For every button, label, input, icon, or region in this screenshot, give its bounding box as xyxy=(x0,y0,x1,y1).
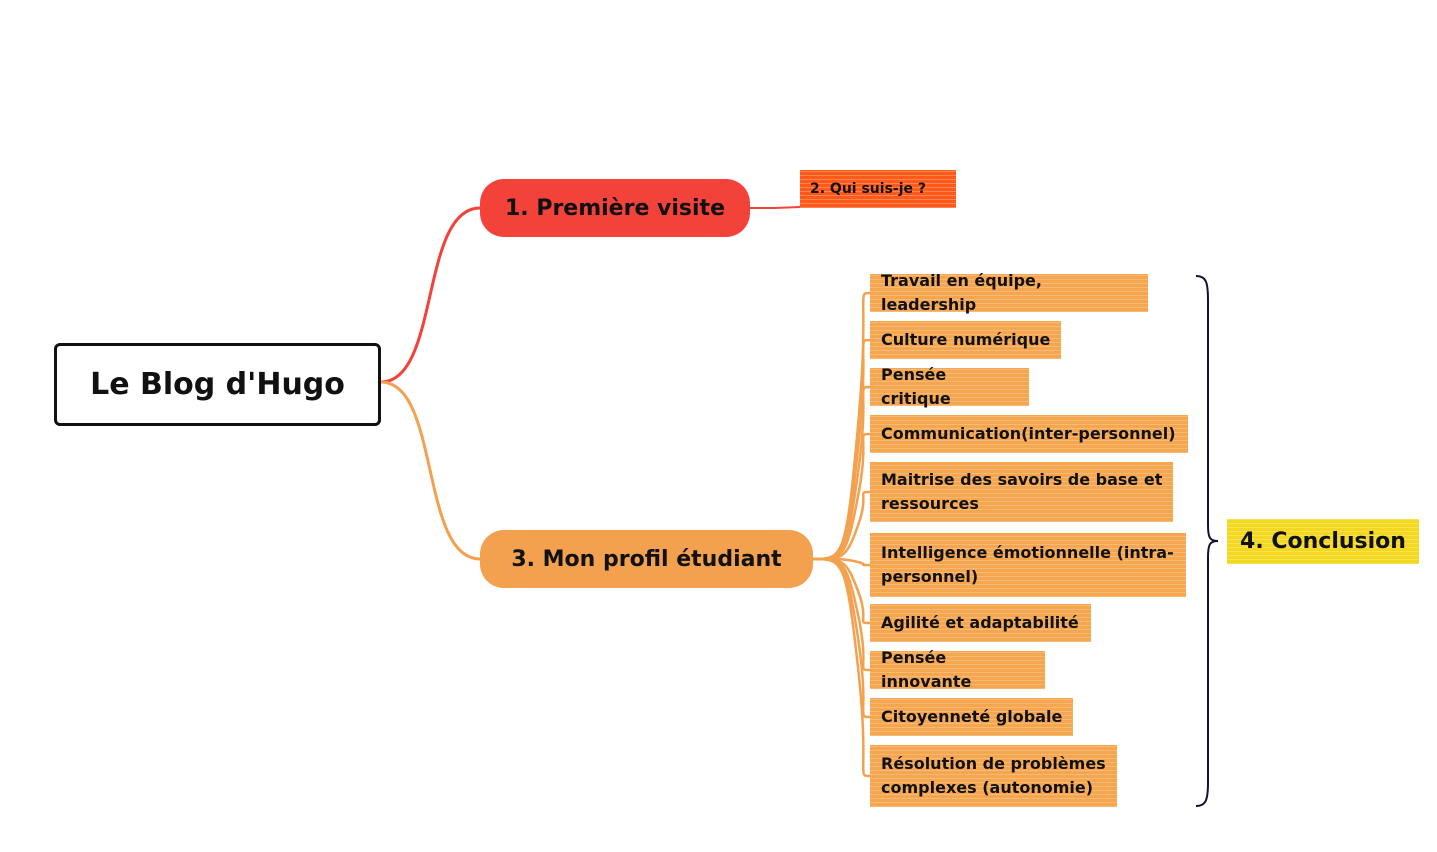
skill-label: Agilité et adaptabilité xyxy=(881,613,1079,632)
skill-node[interactable]: Agilité et adaptabilité xyxy=(870,604,1091,642)
connector-root-profil xyxy=(380,380,481,561)
skill-node[interactable]: Maitrise des savoirs de base et ressourc… xyxy=(870,462,1173,522)
skill-label: Résolution de problèmes complexes (auton… xyxy=(881,754,1106,797)
connector-profil-skill xyxy=(812,557,871,567)
branch-conclusion[interactable]: 4. Conclusion xyxy=(1227,519,1419,564)
skill-label: Pensée innovante xyxy=(881,648,972,691)
branch-premiere-visite-label: 1. Première visite xyxy=(505,195,725,221)
connector-profil-skill xyxy=(812,557,871,719)
skill-node[interactable]: Intelligence émotionnelle (intra-personn… xyxy=(870,533,1186,597)
connector-profil-skill xyxy=(812,432,871,561)
root-node[interactable]: Le Blog d'Hugo xyxy=(54,343,381,426)
skill-node[interactable]: Culture numérique xyxy=(870,321,1061,359)
skill-label: Communication(inter-personnel) xyxy=(881,424,1176,443)
root-label: Le Blog d'Hugo xyxy=(90,367,345,402)
connector-profil-skill xyxy=(812,490,871,561)
connector-profil-skill xyxy=(812,557,871,672)
branch-premiere-visite[interactable]: 1. Première visite xyxy=(480,179,750,237)
connector-root-visite xyxy=(380,206,481,384)
skill-label: Intelligence émotionnelle (intra-personn… xyxy=(881,543,1174,586)
skill-label: Citoyenneté globale xyxy=(881,707,1063,726)
connector-group-skills xyxy=(812,291,871,778)
branch-mon-profil[interactable]: 3. Mon profil étudiant xyxy=(480,530,813,588)
connector-visite-qui xyxy=(750,206,801,209)
skill-node[interactable]: Travail en équipe, leadership xyxy=(870,271,1148,314)
skill-label: Maitrise des savoirs de base et ressourc… xyxy=(881,470,1163,513)
skill-label: Travail en équipe, leadership xyxy=(881,271,1042,314)
skill-node[interactable]: Pensée innovante xyxy=(870,648,1045,691)
connector-profil-skill xyxy=(812,291,871,561)
branch-mon-profil-label: 3. Mon profil étudiant xyxy=(511,546,782,572)
connector-profil-skill xyxy=(812,338,871,561)
skill-node[interactable]: Résolution de problèmes complexes (auton… xyxy=(870,745,1117,807)
branch-conclusion-label: 4. Conclusion xyxy=(1240,529,1406,554)
connector-profil-skill xyxy=(812,557,871,778)
branch-qui-suis-je[interactable]: 2. Qui suis-je ? xyxy=(800,170,956,208)
skill-node[interactable]: Communication(inter-personnel) xyxy=(870,415,1188,453)
skill-label: Pensée critique xyxy=(881,365,951,408)
skill-label: Culture numérique xyxy=(881,330,1051,349)
connector-profil-skill xyxy=(812,557,871,625)
branch-qui-suis-je-label: 2. Qui suis-je ? xyxy=(810,181,927,197)
skill-node[interactable]: Pensée critique xyxy=(870,365,1029,408)
conclusion-bracket xyxy=(1195,275,1219,807)
connector-profil-skill xyxy=(812,385,871,561)
skill-node[interactable]: Citoyenneté globale xyxy=(870,698,1073,736)
